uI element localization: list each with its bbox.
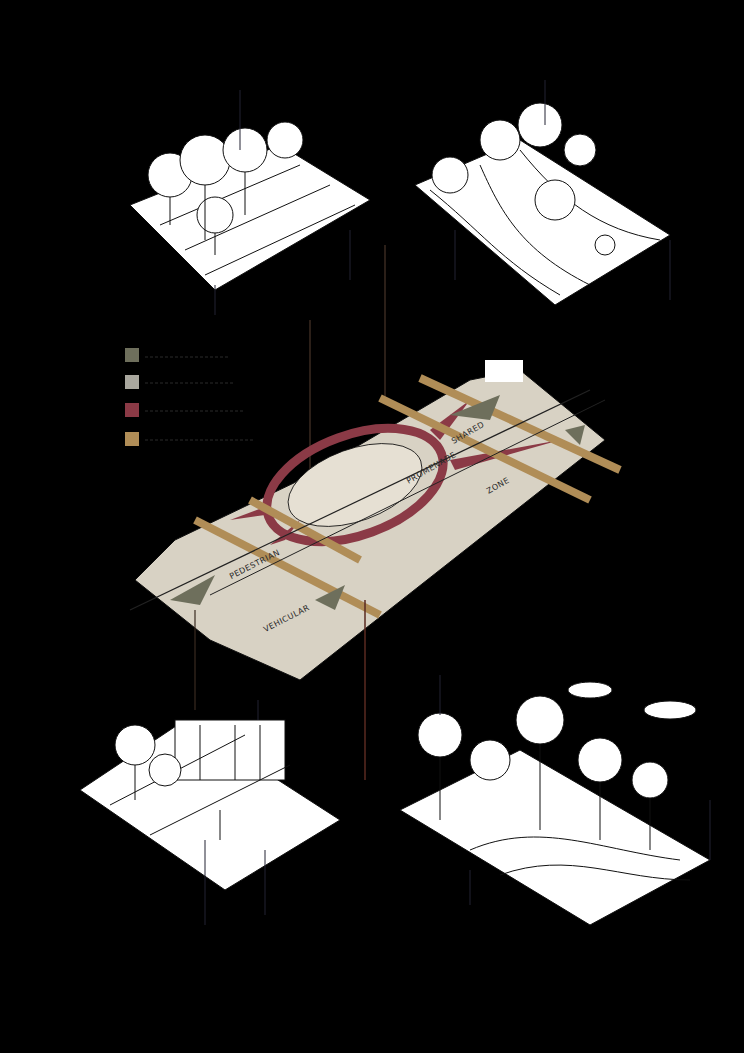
street-building-sketch bbox=[80, 700, 340, 925]
streetscape-sketch bbox=[130, 90, 370, 315]
green-corridor-sketch bbox=[400, 675, 710, 925]
park-sketch bbox=[415, 80, 670, 305]
legend-swatches bbox=[125, 348, 255, 446]
site-plan bbox=[130, 245, 620, 780]
